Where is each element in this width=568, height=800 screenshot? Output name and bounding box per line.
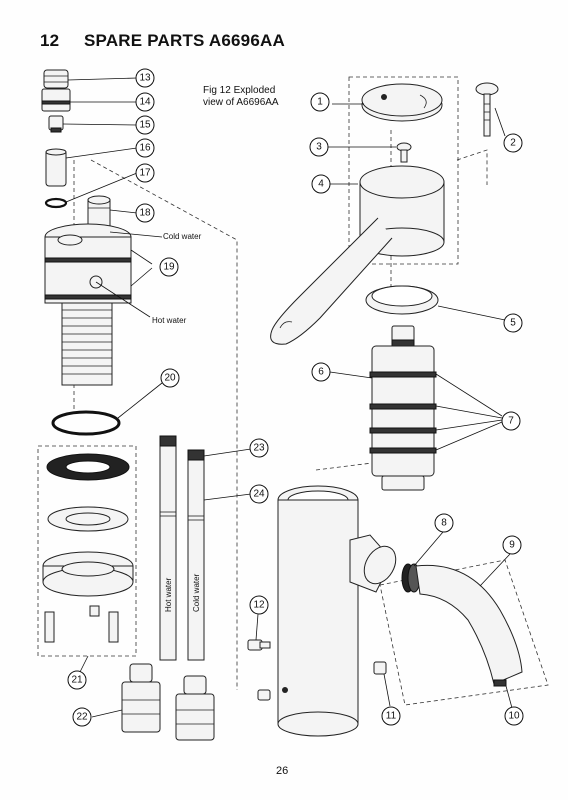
part-21-mounting-kit xyxy=(42,453,134,643)
part-20-o-ring xyxy=(51,410,121,436)
svg-text:8: 8 xyxy=(441,518,447,529)
part-1-cap xyxy=(361,83,443,122)
callout-24: 24 xyxy=(249,484,269,504)
part-11-grub-screw xyxy=(373,661,387,675)
figure-caption-line-2: view of A6696AA xyxy=(203,97,279,108)
callout-6: 6 xyxy=(311,362,331,382)
callout-18: 18 xyxy=(135,203,155,223)
svg-text:6: 6 xyxy=(318,367,324,378)
callout-11: 11 xyxy=(381,706,401,726)
svg-text:16: 16 xyxy=(139,143,151,154)
section-title: SPARE PARTS A6696AA xyxy=(84,31,285,50)
part-23-24-pipes xyxy=(159,435,205,661)
svg-text:18: 18 xyxy=(139,208,151,219)
callout-21: 21 xyxy=(67,670,87,690)
svg-text:1: 1 xyxy=(317,97,323,108)
callout-23: 23 xyxy=(249,438,269,458)
callout-14: 14 xyxy=(135,92,155,112)
callout-10: 10 xyxy=(504,706,524,726)
leader-lines xyxy=(62,77,513,718)
callout-2: 2 xyxy=(503,133,523,153)
hot-water-label: Hot water xyxy=(152,316,187,325)
svg-text:17: 17 xyxy=(139,168,151,179)
svg-text:23: 23 xyxy=(253,443,265,454)
callout-15: 15 xyxy=(135,115,155,135)
part-12-grub-screw xyxy=(247,639,288,701)
pipe-cold-label: Cold water xyxy=(192,573,201,612)
part-10-aerator xyxy=(493,679,507,687)
part-22-compression-fittings xyxy=(121,663,215,741)
callout-19: 19 xyxy=(159,257,179,277)
page-number: 26 xyxy=(276,765,289,777)
callout-8: 8 xyxy=(434,513,454,533)
svg-text:7: 7 xyxy=(508,416,514,427)
callout-16: 16 xyxy=(135,138,155,158)
callout-13: 13 xyxy=(135,68,155,88)
part-5-ring xyxy=(365,285,439,315)
figure-caption-line-1: Fig 12 Exploded xyxy=(203,85,276,96)
part-19-body xyxy=(44,223,132,386)
section-number: 12 xyxy=(40,31,60,50)
part-15-insert xyxy=(48,115,64,133)
callout-9: 9 xyxy=(502,535,522,555)
part-4-lever-handle xyxy=(270,165,445,345)
svg-text:9: 9 xyxy=(509,540,515,551)
cold-water-label: Cold water xyxy=(163,232,202,241)
svg-text:15: 15 xyxy=(139,120,151,131)
part-2-screw xyxy=(475,82,499,137)
svg-text:20: 20 xyxy=(164,373,176,384)
svg-text:12: 12 xyxy=(253,600,265,611)
part-17-o-ring xyxy=(44,197,68,209)
part-14-spindle xyxy=(41,88,71,112)
callout-5: 5 xyxy=(503,313,523,333)
svg-text:4: 4 xyxy=(318,179,324,190)
spout-body xyxy=(277,485,397,737)
part-6-7-cartridge xyxy=(369,325,437,491)
part-18-stem xyxy=(87,195,111,229)
svg-text:24: 24 xyxy=(253,489,265,500)
svg-text:3: 3 xyxy=(316,142,322,153)
part-13-cap xyxy=(43,69,69,89)
pipe-hot-label: Hot water xyxy=(164,577,173,612)
callout-3: 3 xyxy=(309,137,329,157)
part-3-screw xyxy=(396,142,412,163)
callout-22: 22 xyxy=(72,707,92,727)
section-heading: 12 SPARE PARTS A6696AA xyxy=(40,31,285,51)
callout-4: 4 xyxy=(311,174,331,194)
part-9-spout xyxy=(415,564,523,685)
svg-text:13: 13 xyxy=(139,73,151,84)
svg-text:10: 10 xyxy=(508,711,520,722)
callout-17: 17 xyxy=(135,163,155,183)
svg-text:22: 22 xyxy=(76,712,88,723)
svg-text:2: 2 xyxy=(510,138,516,149)
callout-12: 12 xyxy=(249,595,269,615)
callout-7: 7 xyxy=(501,411,521,431)
svg-text:5: 5 xyxy=(510,318,516,329)
figure-caption: Fig 12 Exploded view of A6696AA xyxy=(203,85,279,109)
svg-text:14: 14 xyxy=(139,97,151,108)
callout-20: 20 xyxy=(160,368,180,388)
svg-text:11: 11 xyxy=(386,711,397,722)
part-16-sleeve xyxy=(45,148,67,187)
svg-text:19: 19 xyxy=(163,262,175,273)
callout-1: 1 xyxy=(310,92,330,112)
svg-text:21: 21 xyxy=(71,675,83,686)
